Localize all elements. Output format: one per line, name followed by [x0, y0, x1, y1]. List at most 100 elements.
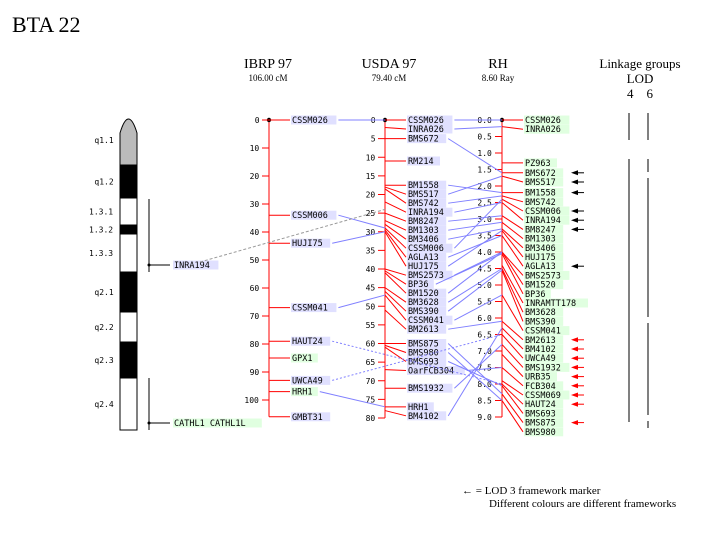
usda-rh-link — [447, 361, 503, 387]
rh-marker-label-bg — [524, 261, 564, 271]
rh-marker-line — [501, 264, 524, 304]
ibrp-marker-label-bg — [291, 353, 318, 363]
ibrp-tick-label: 100 — [244, 396, 259, 405]
rh-marker-label: INRAMTT178 — [525, 299, 576, 309]
rh-tick-label: 1.0 — [477, 149, 492, 158]
ibrp-marker-label: GMBT31 — [292, 413, 323, 423]
chromosome-band — [119, 224, 138, 235]
rh-marker-line — [501, 320, 524, 341]
ibrp-usda-link — [319, 391, 386, 408]
rh-tick-label: 1.5 — [477, 166, 492, 175]
rh-marker-label: URB35 — [525, 373, 551, 383]
usda-marker-label: BMS875 — [408, 340, 439, 350]
ibrp-marker-label: HRH1 — [292, 388, 312, 398]
ibrp-marker-label: GPX1 — [292, 354, 312, 364]
rh-tick-label: 7.5 — [477, 364, 492, 373]
usda-marker-label-bg — [407, 339, 447, 348]
usda-marker-line — [384, 272, 407, 294]
rh-marker-label: BM2613 — [525, 336, 556, 346]
band-label: 1.3.1 — [89, 208, 113, 217]
rh-marker-line — [501, 202, 524, 221]
framework-arrow-icon — [571, 374, 578, 380]
usda-marker-label: BMS980 — [408, 349, 439, 359]
usda-marker-label-bg — [407, 357, 447, 366]
usda-marker-label-bg — [407, 115, 453, 125]
usda-marker-label: HUJ175 — [408, 262, 439, 272]
usda-tick-label: 45 — [366, 284, 376, 293]
usda-marker-line — [384, 227, 407, 249]
usda-marker-label: BM2613 — [408, 325, 439, 335]
usda-marker-label-bg — [407, 306, 447, 316]
usda-rh-link — [447, 268, 503, 303]
usda-marker-label-bg — [407, 198, 447, 208]
usda-tick-label: 60 — [366, 340, 376, 349]
ibrp-marker-label: HUJI75 — [292, 239, 323, 249]
rh-marker-line — [501, 383, 524, 405]
usda-marker-label-bg — [407, 348, 447, 357]
lod6-label: 6 — [646, 86, 654, 101]
usda-marker-line — [384, 309, 407, 330]
chromosome-title: BTA 22 — [12, 12, 81, 37]
rh-marker-label-bg — [524, 234, 564, 244]
usda-rh-link — [454, 198, 503, 249]
ibrp-tick-label: 70 — [250, 312, 260, 321]
ibrp-marker-label-bg — [291, 412, 331, 422]
usda-marker-line — [384, 290, 407, 312]
usda-tick-label: 50 — [366, 302, 376, 311]
rh-marker-label: BM8247 — [525, 225, 556, 235]
usda-tick-label: 30 — [366, 228, 376, 237]
rh-marker-label-bg — [524, 197, 564, 207]
usda-marker-label: RM214 — [408, 157, 434, 167]
rh-marker-line — [501, 253, 524, 295]
ibrp-length: 106.00 cM — [248, 73, 288, 83]
rh-marker-line — [501, 269, 524, 322]
framework-arrow-icon — [571, 190, 578, 196]
rh-marker-label-bg — [524, 307, 564, 317]
ibrp-tick-label: 80 — [250, 340, 260, 349]
rh-name: RH — [488, 57, 508, 72]
usda-marker-label: BM4102 — [408, 412, 439, 422]
ibrp-marker-label-bg — [291, 238, 331, 248]
rh-marker-line — [501, 380, 524, 396]
usda-tick-label: 40 — [366, 265, 376, 274]
rh-tick-label: 9.0 — [477, 413, 492, 422]
usda-marker-line — [384, 220, 407, 231]
rh-marker-line — [501, 126, 524, 130]
rh-marker-line — [501, 400, 524, 433]
rh-marker-label-bg — [524, 399, 564, 409]
usda-rh-link — [448, 175, 503, 195]
rh-marker-label: BM4102 — [525, 345, 556, 355]
band-label: q1.2 — [94, 178, 113, 187]
ibrp-tick-label: 30 — [250, 200, 260, 209]
rh-marker-line — [501, 344, 524, 368]
framework-arrow-icon — [571, 179, 578, 185]
usda-marker-label-bg — [407, 315, 453, 325]
usda-marker-line — [384, 344, 407, 353]
rh-marker-line — [501, 228, 524, 249]
usda-marker-line — [384, 369, 407, 371]
band-label: q2.3 — [94, 356, 113, 365]
usda-marker-label: BP36 — [408, 280, 428, 290]
usda-marker-label: BMS672 — [408, 135, 439, 145]
usda-marker-line — [384, 126, 407, 130]
rh-marker-label-bg — [524, 215, 570, 225]
rh-marker-label-bg — [524, 418, 564, 428]
usda-marker-label-bg — [407, 324, 447, 334]
usda-marker-label: BM3628 — [408, 298, 439, 308]
rh-marker-line — [501, 221, 524, 239]
rh-marker-label: PZ963 — [525, 159, 551, 169]
ibrp-tick-label: 0 — [255, 116, 260, 125]
rh-marker-label: BM3628 — [525, 308, 556, 318]
rh-marker-label: CSSM041 — [525, 327, 561, 337]
linkage-header: Linkage groups LOD 4 6 — [585, 56, 695, 101]
rh-tick-label: 3.0 — [477, 215, 492, 224]
rh-marker-label: BMS693 — [525, 409, 556, 419]
ibrp-tick-label: 40 — [250, 228, 260, 237]
rh-tick-label: 0.5 — [477, 133, 492, 142]
rh-marker-label: BMS2573 — [525, 271, 561, 281]
usda-marker-line — [384, 212, 407, 222]
legend: ← = LOD 3 framework marker Different col… — [462, 485, 676, 511]
usda-marker-label-bg — [407, 261, 447, 271]
framework-arrow-icon — [571, 355, 578, 361]
rh-marker-line — [501, 353, 524, 377]
